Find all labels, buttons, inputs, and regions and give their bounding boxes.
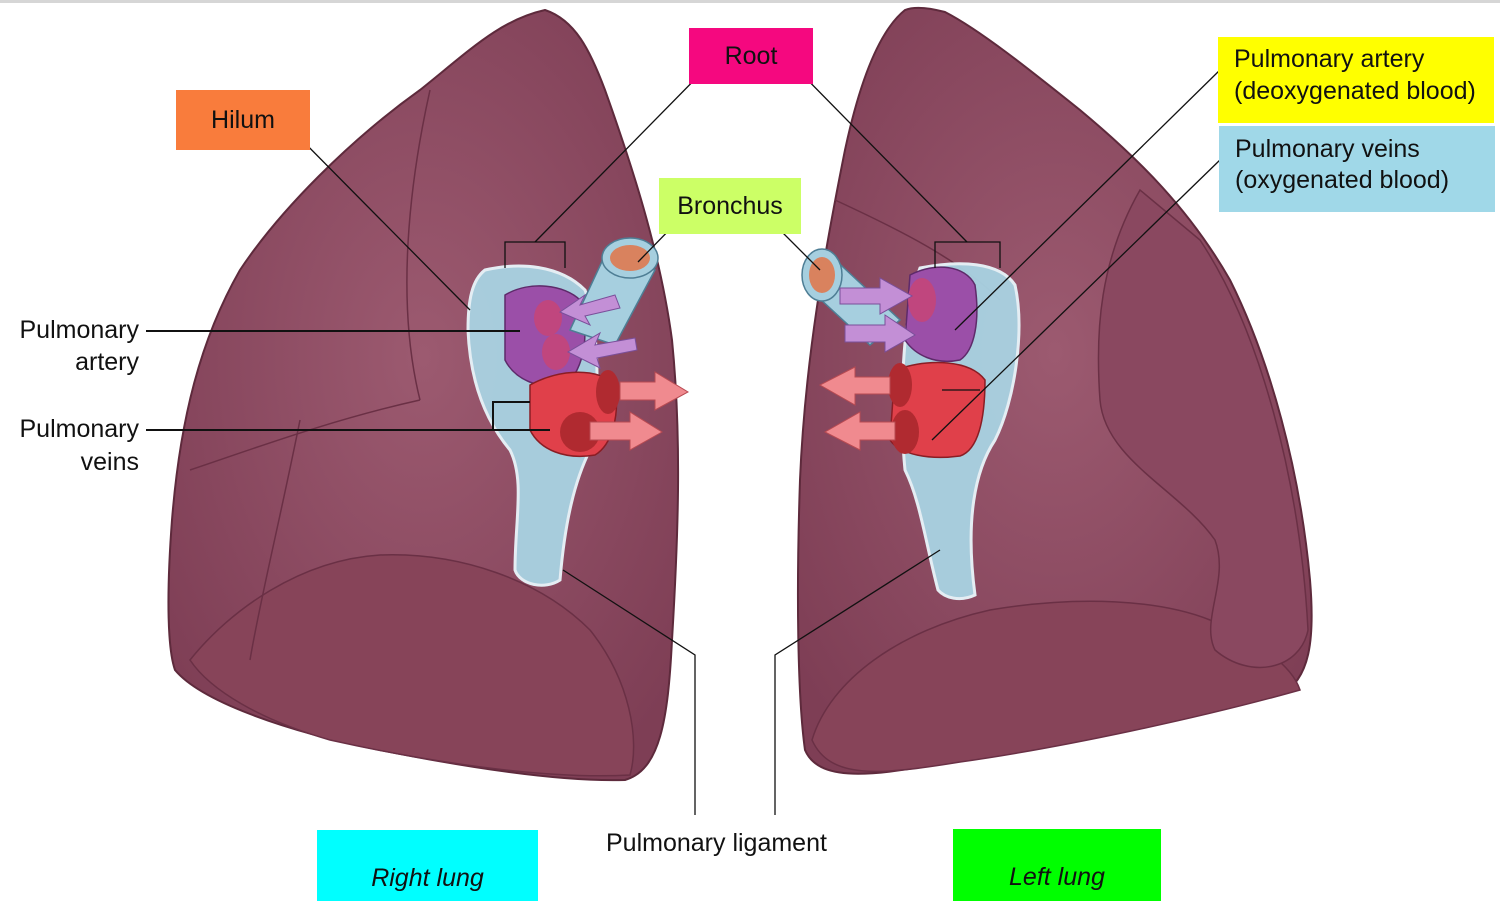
root-leader-right-lung: [534, 61, 713, 243]
right-lung-label: Right lung: [317, 830, 538, 901]
hilum-leader: [289, 127, 471, 311]
pulmonary-artery-deoxygenated-label: Pulmonary artery (deoxygenated blood): [1218, 37, 1494, 123]
right-lung-fissure: [189, 89, 431, 661]
right-lung-text: Right lung: [371, 863, 484, 892]
left-artery-lumen: [908, 278, 936, 322]
left-lung-label: Left lung: [953, 829, 1161, 901]
pulmonary-veins-text: Pulmonary veins: [1235, 135, 1420, 163]
top-border: [0, 0, 1500, 3]
pulmonary-veins-leader-right: [931, 157, 1223, 441]
right-flow-arrows: [558, 293, 690, 451]
pulmonary-artery-text: Pulmonary artery: [1234, 45, 1425, 73]
pulmonary-artery-line1: Pulmonary: [19, 316, 140, 344]
pulmonary-veins-leader-left: [146, 401, 550, 431]
pulmonary-artery-label-left: Pulmonary artery: [8, 314, 140, 378]
pulmonary-artery-line2: artery: [75, 348, 139, 376]
left-flow-arrows: [818, 277, 916, 451]
ligament-leader-right-lung: [562, 569, 696, 815]
root-label: Root: [689, 28, 813, 84]
hilum-text: Hilum: [211, 106, 275, 134]
left-lung-cardiac-notch: [1097, 188, 1309, 669]
bronchus-text: Bronchus: [677, 192, 783, 220]
pulmonary-veins-line2: veins: [80, 448, 139, 476]
pulmonary-veins-line1: Pulmonary: [19, 415, 140, 443]
pulmonary-ligament-label: Pulmonary ligament: [606, 829, 827, 857]
left-lung-text: Left lung: [1009, 863, 1105, 891]
right-artery-lumen-2: [542, 334, 570, 370]
root-leader-left-lung: [789, 61, 968, 243]
right-lung-lower-lobe: [189, 554, 635, 777]
root-bracket-left-lung: [934, 241, 1001, 268]
hilum-label: Hilum: [176, 90, 310, 150]
deoxygenated-blood-text: (deoxygenated blood): [1234, 77, 1476, 105]
left-vein-lumen: [888, 363, 912, 407]
pulmonary-veins-label-left: Pulmonary veins: [8, 413, 140, 479]
ligament-leader-left-lung: [774, 549, 941, 815]
bronchus-label: Bronchus: [659, 178, 801, 234]
pulmonary-artery-leader-right: [954, 67, 1223, 331]
root-text: Root: [724, 42, 778, 70]
leader-lines: [146, 61, 1223, 815]
right-artery-lumen: [534, 300, 562, 336]
root-bracket-right-lung: [504, 241, 566, 268]
right-vein-lumen: [596, 370, 620, 414]
oxygenated-blood-text: (oxygenated blood): [1235, 166, 1450, 194]
left-vein-lumen-2: [891, 410, 919, 454]
pulmonary-veins-oxygenated-label: Pulmonary veins (oxygenated blood): [1219, 126, 1495, 212]
